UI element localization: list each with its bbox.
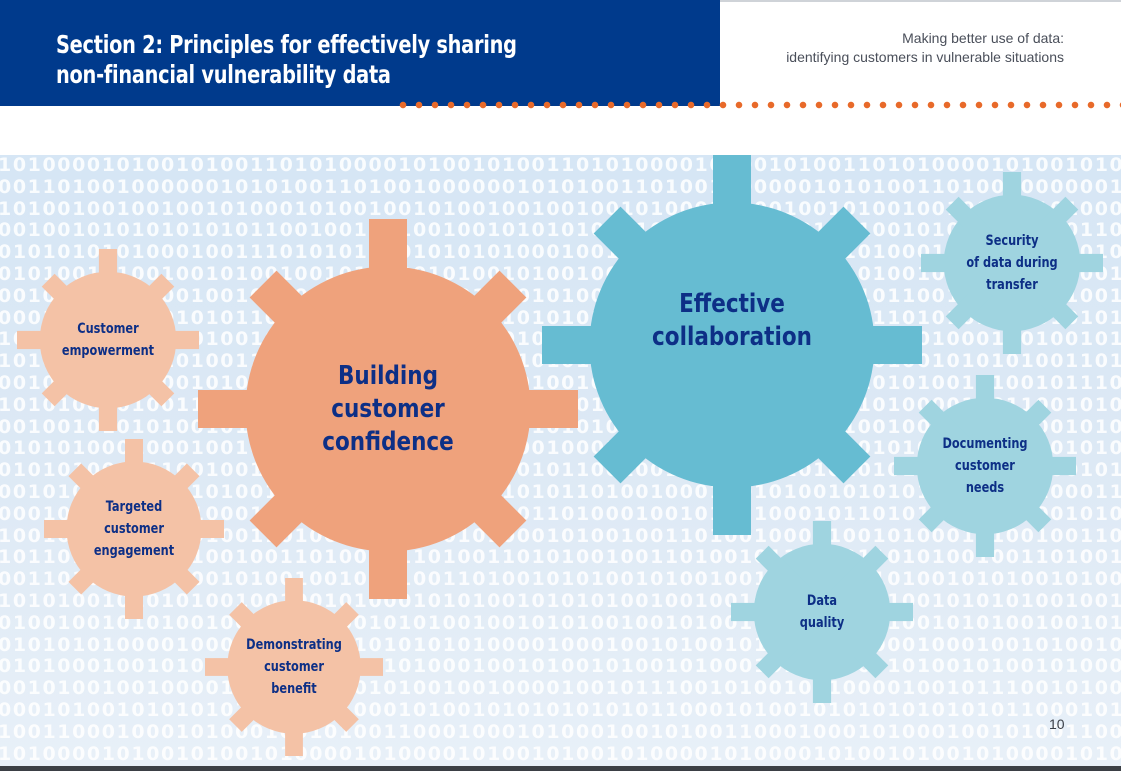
gear-documenting-customer-needs: Documenting customer needs <box>894 375 1076 557</box>
gear-label-line: customer <box>331 393 445 424</box>
gear-label-line: engagement <box>93 543 175 559</box>
gear-data-quality: Data quality <box>731 521 913 703</box>
gear-label-line: collaboration <box>652 322 812 352</box>
gear-label-line: Security <box>985 233 1039 249</box>
document-subtitle-line-2: identifying customers in vulnerable situ… <box>786 49 1064 65</box>
gear-label-line: Data <box>806 593 838 609</box>
gear-label-line: Building <box>338 360 438 391</box>
gear-label-line: customer <box>955 458 1015 474</box>
gear-label-line: needs <box>965 480 1005 496</box>
gear-label-line: Effective <box>679 289 785 319</box>
section-title-line-1: Section 2: Principles for effectively sh… <box>56 30 517 59</box>
gear-label-line: Documenting <box>942 436 1028 452</box>
gear-label-line: quality <box>799 615 845 631</box>
section-title-line-2: non-financial vulnerability data <box>56 60 391 89</box>
gear-label-line: customer <box>264 659 324 675</box>
gear-label-line: empowerment <box>61 343 155 359</box>
gear-label-line: benefit <box>271 681 317 697</box>
gear-targeted-customer-engagement: Targeted customer engagement <box>44 439 224 619</box>
page-number: 10 <box>1049 716 1065 732</box>
gear-label-line: transfer <box>986 277 1038 293</box>
dotted-divider <box>395 100 1121 110</box>
gear-label-line: Targeted <box>105 499 163 515</box>
principles-gear-diagram: 1010000101001010011010100001010010100110… <box>0 155 1121 766</box>
gear-label-line: customer <box>104 521 164 537</box>
document-subtitle-line-1: Making better use of data: <box>902 30 1064 46</box>
gear-demonstrating-customer-benefit: Demonstrating customer benefit <box>205 578 383 756</box>
gear-label-line: Demonstrating <box>246 637 342 653</box>
gear-security-of-data-during-transfer: Security of data during transfer <box>921 172 1103 354</box>
document-subtitle: Making better use of data: identifying c… <box>786 29 1064 67</box>
section-banner: Section 2: Principles for effectively sh… <box>0 0 720 106</box>
gear-label-line: confidence <box>322 426 454 457</box>
gear-building-customer-confidence: Building customer confidence <box>198 219 578 599</box>
section-title: Section 2: Principles for effectively sh… <box>56 30 517 90</box>
gear-customer-empowerment: Customer empowerment <box>17 249 199 431</box>
gear-label-line: of data during <box>966 255 1058 271</box>
footer-bar <box>0 766 1121 771</box>
gear-label-line: Customer <box>77 321 139 337</box>
gear-effective-collaboration: Effective collaboration <box>542 155 922 535</box>
header-top-rule <box>720 0 1121 2</box>
